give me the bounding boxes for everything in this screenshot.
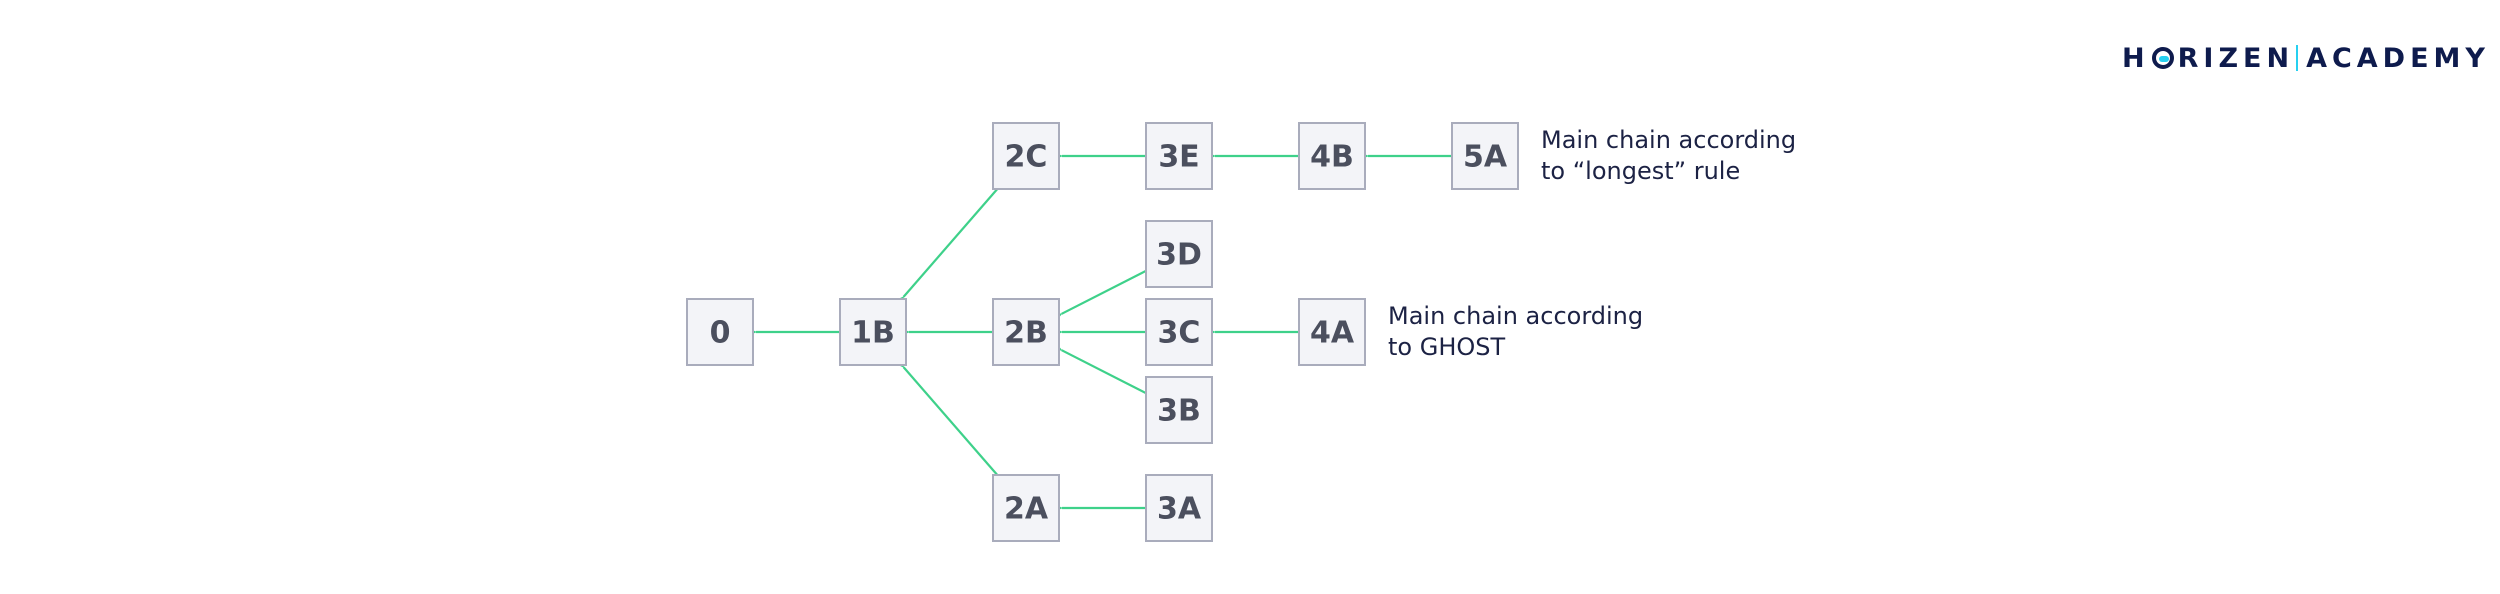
block-box	[1145, 376, 1213, 444]
block-label: 4A	[1310, 316, 1355, 351]
block-label: 3B	[1157, 394, 1201, 429]
block-box	[992, 474, 1060, 542]
annotation-ghost: Main chain according to GHOST	[1388, 301, 1643, 363]
block-2A: 2A	[992, 474, 1060, 542]
annotation-ghost-line1: Main chain according	[1388, 302, 1644, 330]
block-3A: 3A	[1145, 474, 1213, 542]
block-2B: 2B	[992, 298, 1060, 366]
block-box	[1298, 298, 1366, 366]
block-label: 3A	[1157, 492, 1202, 527]
annotation-longest-line1: Main chain according	[1541, 126, 1797, 154]
blocks: 0 1B 2A 2B 2C 3A 3B 3C 3D 3E 4A 4B 5A	[686, 122, 1519, 542]
block-box	[992, 122, 1060, 190]
block-4B: 4B	[1298, 122, 1366, 190]
block-3E: 3E	[1145, 122, 1213, 190]
block-box	[1451, 122, 1519, 190]
arrow-3B-to-2B	[1047, 338, 1147, 395]
block-box	[1145, 220, 1213, 288]
logo-academy: ACADEMY	[2306, 42, 2490, 74]
logo-divider	[2296, 45, 2299, 71]
block-label: 2B	[1004, 316, 1048, 351]
logo-letter-h: H	[2122, 42, 2150, 74]
block-3B: 3B	[1145, 376, 1213, 444]
block-label: 0	[710, 316, 731, 351]
block-4A: 4A	[1298, 298, 1366, 366]
block-box	[1145, 474, 1213, 542]
block-box	[839, 298, 907, 366]
arrow-2C-to-1B	[890, 188, 999, 311]
block-box	[1145, 298, 1213, 366]
edges	[743, 150, 1452, 514]
block-box	[992, 298, 1060, 366]
arrow-2A-to-1B	[890, 353, 999, 476]
block-3D: 3D	[1145, 220, 1213, 288]
block-label: 2A	[1004, 492, 1049, 527]
block-label: 3C	[1158, 316, 1201, 351]
block-label: 2C	[1005, 140, 1048, 175]
block-1B: 1B	[839, 298, 907, 366]
logo-rest: RIZEN	[2177, 42, 2295, 74]
block-box	[686, 298, 754, 366]
horizen-academy-logo: H RIZEN ACADEMY	[2122, 38, 2490, 78]
annotation-longest-line2: to “longest” rule	[1541, 157, 1741, 185]
block-label: 1B	[851, 316, 895, 351]
block-box	[1298, 122, 1366, 190]
block-5A: 5A	[1451, 122, 1519, 190]
block-0: 0	[686, 298, 754, 366]
block-label: 3D	[1156, 238, 1202, 273]
block-label: 4B	[1310, 140, 1354, 175]
annotation-ghost-line2: to GHOST	[1388, 333, 1506, 361]
block-label: 5A	[1463, 140, 1508, 175]
annotation-longest-rule: Main chain according to “longest” rule	[1541, 125, 1796, 187]
logo-o-icon	[2151, 47, 2174, 69]
block-label: 3E	[1158, 140, 1199, 175]
block-2C: 2C	[992, 122, 1060, 190]
arrow-3D-to-2B	[1047, 269, 1147, 326]
block-box	[1145, 122, 1213, 190]
block-3C: 3C	[1145, 298, 1213, 366]
